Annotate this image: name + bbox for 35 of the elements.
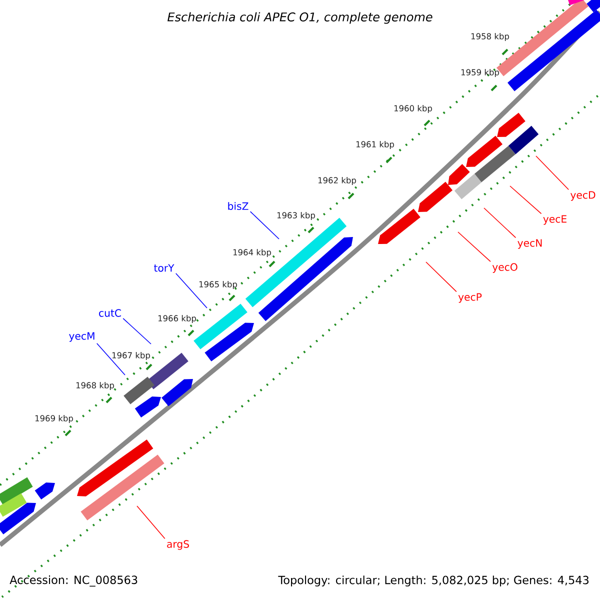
leader-line [136, 506, 166, 539]
gene-label: bisZ [228, 202, 248, 210]
tick-label: 1967 kbp [112, 352, 150, 360]
gene-label: argS [167, 540, 189, 550]
gene-label: yecO [492, 263, 518, 273]
leader-line [484, 208, 516, 238]
tick-label: 1958 kbp [471, 33, 509, 41]
tick-label: 1965 kbp [199, 281, 237, 289]
leader-line [536, 156, 569, 190]
tick-label: 1961 kbp [356, 141, 394, 149]
tick-label: 1966 kbp [158, 315, 196, 323]
gene-label: cutC [99, 309, 121, 317]
leader-line [510, 186, 542, 214]
leader-line [458, 232, 491, 262]
tick-label: 1959 kbp [461, 69, 499, 77]
leader-line [122, 318, 152, 344]
tick-label: 1964 kbp [233, 249, 271, 257]
gene-label: yecN [518, 239, 542, 249]
gene-label: yecD [570, 191, 596, 201]
gene-label: torY [154, 264, 174, 272]
tick-label: 1963 kbp [277, 212, 315, 220]
title: Escherichia coli APEC O1, complete genome [168, 12, 432, 24]
gene-label: yecP [458, 293, 482, 303]
tick-label: 1962 kbp [318, 177, 356, 185]
leader-line [426, 262, 457, 292]
gene-label: yecE [543, 215, 566, 225]
accession-text: Accession: NC_008563 [10, 575, 138, 587]
tick-label: 1968 kbp [76, 382, 114, 390]
tick-label: 1969 kbp [35, 415, 73, 423]
gene-label: yecM [69, 332, 94, 342]
tick-label: 1960 kbp [394, 105, 432, 113]
leader-line [250, 211, 280, 240]
leader-line [96, 342, 126, 376]
genome-info-text: Topology: circular; Length: 5,082,025 bp; Genes: 4,543 [278, 576, 589, 586]
leader-line [175, 272, 208, 308]
